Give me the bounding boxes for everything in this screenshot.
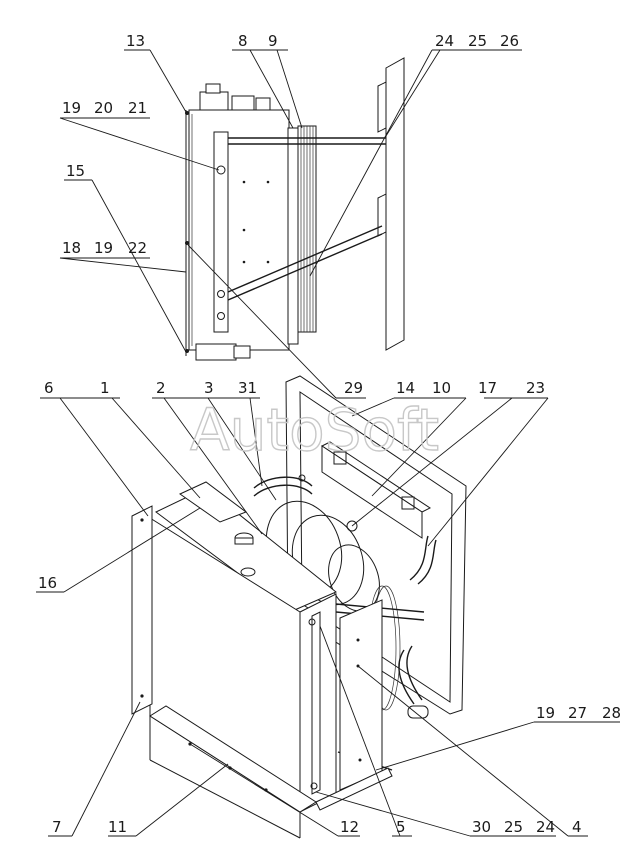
callout-label: 25: [504, 818, 523, 836]
callout-label: 21: [128, 99, 147, 117]
callout-label: 2: [156, 379, 166, 397]
callout-label: 28: [602, 704, 621, 722]
callout-label: 15: [66, 162, 85, 180]
callout-label: 29: [344, 379, 363, 397]
callout-label: 23: [526, 379, 545, 397]
callout-label: 24: [536, 818, 555, 836]
callout-label: 18: [62, 239, 81, 257]
callout-label: 27: [568, 704, 587, 722]
callout-label: 3: [204, 379, 214, 397]
watermark-text: AutoSoft: [190, 396, 439, 464]
callout-label: 8: [238, 32, 248, 50]
callout-label: 9: [268, 32, 278, 50]
callout-label: 16: [38, 574, 57, 592]
callout-label: 17: [478, 379, 497, 397]
callout-label: 30: [472, 818, 491, 836]
callout-label: 19: [94, 239, 113, 257]
callout-label: 7: [52, 818, 62, 836]
isometric-view: [131, 375, 467, 839]
callout-label: 26: [500, 32, 519, 50]
callout-label: 12: [340, 818, 359, 836]
callout-label: 14: [396, 379, 415, 397]
side-view: [185, 57, 405, 361]
callout-label: 11: [108, 818, 127, 836]
callout-labels: 13 8 9 24 25 26 19 20 21 15 18 19 22 29 …: [38, 32, 621, 836]
callout-label: 10: [432, 379, 451, 397]
callout-label: 20: [94, 99, 113, 117]
callout-label: 13: [126, 32, 145, 50]
callout-label: 25: [468, 32, 487, 50]
callout-label: 4: [572, 818, 582, 836]
callout-label: 31: [238, 379, 257, 397]
callout-label: 6: [44, 379, 54, 397]
leader-lines: [36, 49, 620, 837]
callout-label: 19: [536, 704, 555, 722]
callout-label: 24: [435, 32, 454, 50]
callout-label: 22: [128, 239, 147, 257]
callout-label: 1: [100, 379, 110, 397]
callout-label: 5: [396, 818, 406, 836]
callout-label: 19: [62, 99, 81, 117]
